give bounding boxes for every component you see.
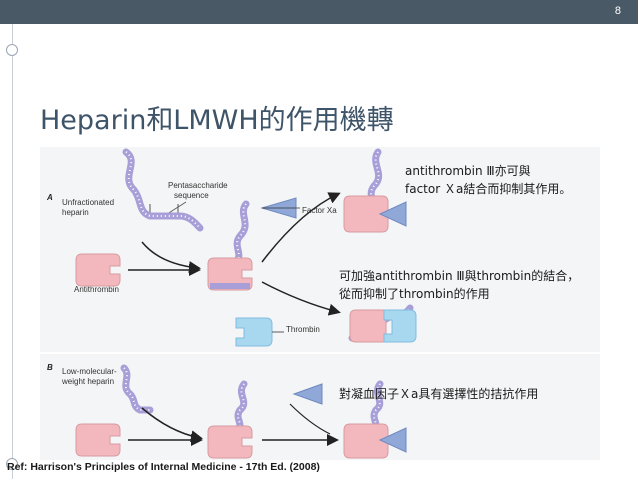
annotation-xa-line2: factor Ｘa結合而抑制其作用。 (405, 181, 571, 197)
annotation-thrombin-line2: 從而抑制了thrombin的作用 (339, 286, 490, 302)
panel-b-letter: B (47, 363, 53, 372)
annotation-thrombin-line1: 可加強antithrombin Ⅲ與thrombin的結合， (339, 268, 579, 284)
antithrombin-thrombin-result (350, 310, 386, 342)
label-unfractionated-heparin-1: Unfractionated (62, 198, 114, 207)
page-number: 8 (615, 5, 621, 17)
slide-title: Heparin和LMWH的作用機轉 (40, 98, 394, 137)
reference-citation: Ref: Harrison's Principles of Internal M… (7, 461, 320, 473)
annotation-lmwh: 對凝血因子Ｘa具有選擇性的拮抗作用 (339, 386, 538, 402)
label-pentasaccharide-2: sequence (174, 191, 209, 200)
lmwh-chain-complex (238, 384, 244, 430)
label-lmwh-1: Low-molecular- (62, 367, 117, 376)
top-bar: 8 (0, 0, 638, 24)
label-thrombin: Thrombin (286, 325, 320, 334)
label-unfractionated-heparin-2: heparin (62, 208, 89, 217)
rule-bullet-top (6, 44, 18, 56)
label-pentasaccharide-1: Pentasaccharide (168, 181, 228, 190)
panel-a-letter: A (46, 193, 53, 202)
label-lmwh-2: weight heparin (61, 377, 114, 386)
annotation-xa-line1: antithrombin Ⅲ亦可與 (405, 163, 531, 179)
